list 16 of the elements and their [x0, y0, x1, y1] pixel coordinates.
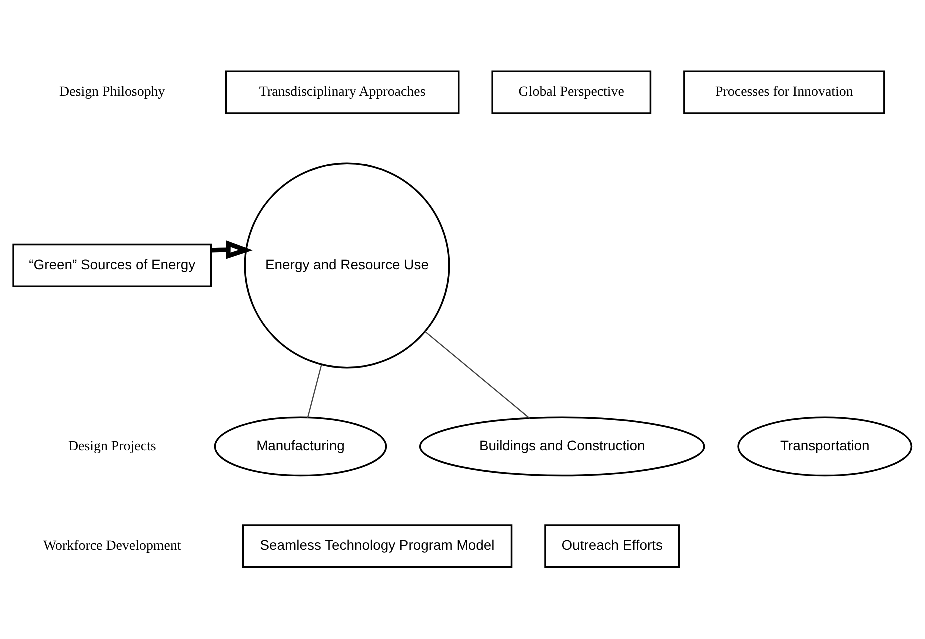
connector: [307, 364, 322, 418]
node-box: Outreach Efforts: [544, 524, 680, 568]
node-ellipse: Transportation: [738, 416, 913, 477]
node-ellipse: Manufacturing: [214, 416, 388, 477]
arrow: [211, 240, 253, 260]
node-box: “Green” Sources of Energy: [12, 244, 212, 288]
node-box: Transdisciplinary Approaches: [225, 70, 460, 114]
node-ellipse: Buildings and Construction: [419, 416, 706, 477]
label: Design Philosophy: [60, 85, 166, 100]
connector: [425, 331, 530, 420]
node-box: Global Perspective: [492, 70, 652, 114]
label: Design Projects: [68, 439, 156, 454]
node-circle: Energy and Resource Use: [244, 162, 450, 369]
node-box: Seamless Technology Program Model: [242, 524, 513, 568]
node-box: Processes for Innovation: [684, 70, 886, 114]
label: Workforce Development: [43, 539, 182, 554]
